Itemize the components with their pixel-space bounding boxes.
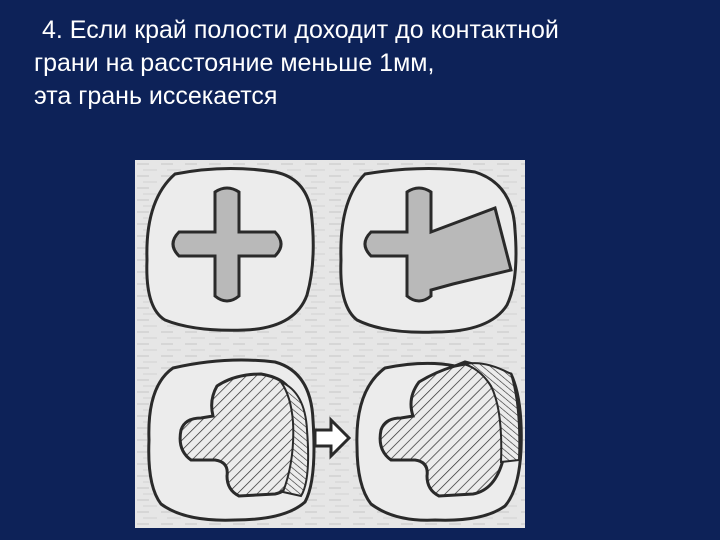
tooth-cavity-diagram [135,160,525,528]
title-line-2: грани на расстояние меньше 1мм, [34,49,435,77]
arrow-right-icon [313,416,352,460]
slide-title: 4. Если край полости доходит до контактн… [34,14,714,113]
tooth-bottom-right [355,360,523,522]
tooth-top-left [145,166,315,332]
tooth-bottom-left [147,358,316,522]
title-line-1: 4. Если край полости доходит до контактн… [42,16,559,44]
tooth-top-right [339,166,518,334]
title-line-3: эта грань иссекается [34,82,278,110]
tooth-cavity-figure [135,160,525,528]
